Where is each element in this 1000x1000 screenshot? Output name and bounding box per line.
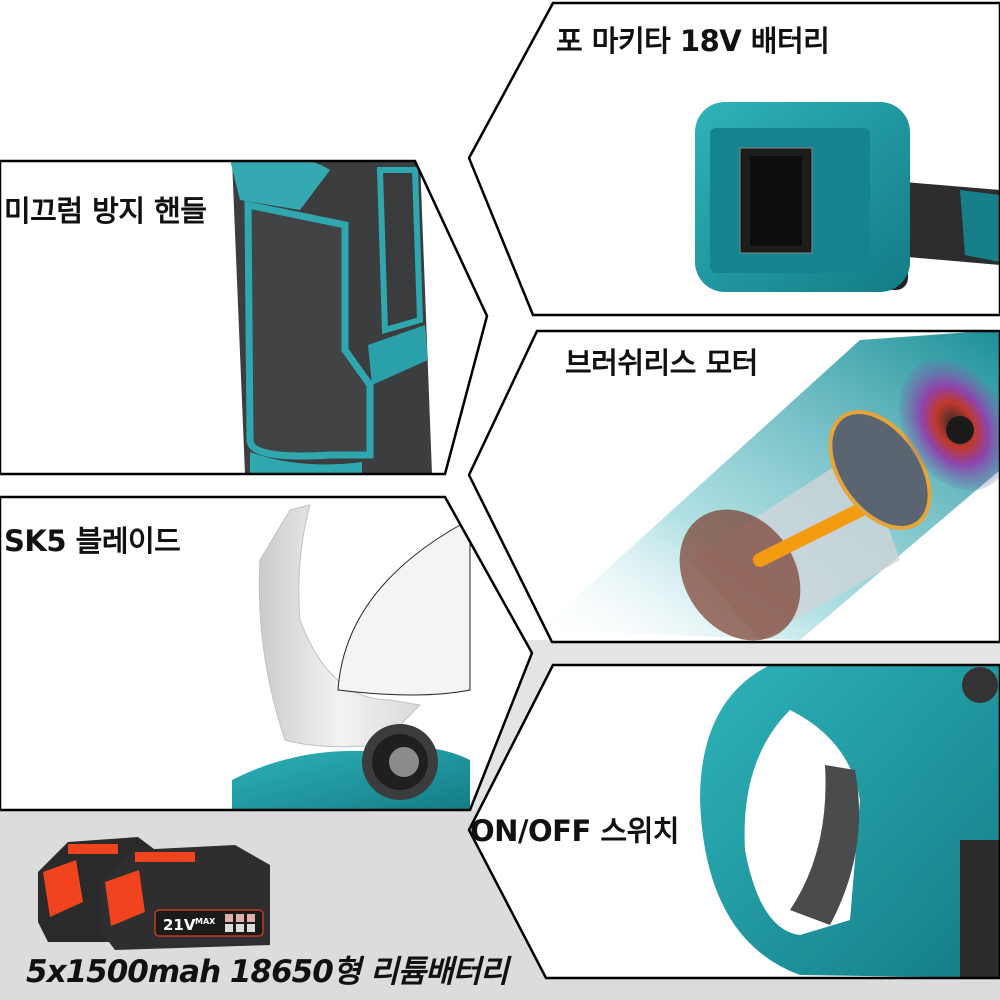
label-anti-slip-handle: 미끄럼 방지 핸들	[4, 194, 207, 228]
panel-border-motor	[467, 329, 1000, 644]
panel-border-battery-mount	[467, 1, 1000, 317]
panel-border-handle	[0, 159, 489, 476]
handle-image	[0, 161, 487, 474]
blade-image	[0, 497, 532, 810]
battery-pack-image: 21V MAX	[38, 837, 270, 950]
trigger-image	[469, 665, 1000, 978]
battery-voltage-text: 21V	[163, 916, 196, 934]
label-sk5-blade: SK5 블레이드	[4, 524, 181, 558]
label-brushless-motor: 브러쉬리스 모터	[565, 346, 758, 380]
label-battery-mount: 포 마키타 18V 배터리	[556, 24, 830, 58]
panel-border-trigger	[467, 663, 1000, 980]
panel-border-blade	[0, 495, 534, 812]
battery-mount-image	[469, 3, 1000, 315]
label-on-off-switch: ON/OFF 스위치	[470, 814, 679, 848]
label-lithium-battery: 5x1500mah 18650형 리튬배터리	[26, 954, 509, 990]
battery-max-text: MAX	[195, 917, 216, 926]
motor-image	[469, 331, 1000, 642]
